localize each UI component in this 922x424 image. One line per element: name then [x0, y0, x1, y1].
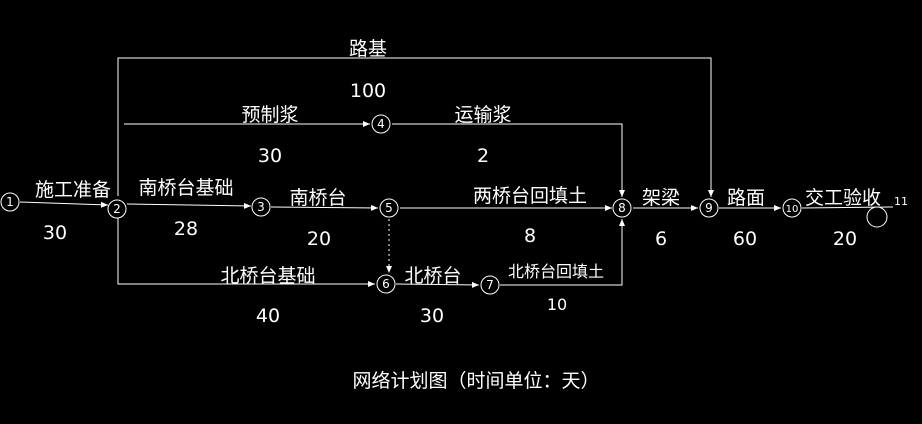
duration-2-3: 28	[174, 218, 198, 240]
node-8-label: 8	[618, 201, 626, 215]
arrow-2-9	[117, 57, 714, 197]
diagram-caption: 网络计划图（时间单位：天）	[352, 370, 599, 392]
node-4	[371, 114, 391, 134]
node-2-label: 2	[113, 202, 121, 216]
duration-2-9: 100	[350, 80, 386, 102]
node-6	[376, 274, 396, 294]
node-2	[107, 199, 127, 219]
activity-names: 施工准备 南桥台基础 南桥台 两桥台回填土 架梁 路面 交工验收 路基 预制浆 …	[35, 38, 881, 287]
arrow-4-8	[392, 123, 625, 197]
nodes-layer	[0, 114, 888, 295]
activity-name-8-9: 架梁	[642, 187, 680, 209]
duration-7-8: 10	[547, 295, 567, 314]
node-3	[251, 197, 271, 217]
node-6-label: 6	[382, 277, 390, 291]
node-8	[612, 198, 632, 218]
activity-name-1-2: 施工准备	[35, 179, 111, 201]
duration-10-11: 20	[833, 228, 857, 250]
arrow-1-2	[19, 201, 109, 208]
node-4-label: 4	[377, 117, 385, 131]
node-7	[480, 275, 500, 295]
arrows-layer	[19, 57, 894, 288]
activity-name-2-3: 南桥台基础	[138, 177, 233, 199]
arrow-6-7	[395, 281, 480, 288]
duration-8-9: 6	[655, 228, 667, 250]
arrow-2-6	[117, 216, 375, 287]
duration-6-7: 30	[420, 305, 444, 327]
activity-name-10-11: 交工验收	[805, 187, 881, 209]
activity-name-6-7: 北桥台	[404, 265, 461, 287]
activity-name-3-5: 南桥台	[289, 187, 346, 209]
arrow-7-8	[500, 219, 625, 286]
node-9-label: 9	[705, 201, 713, 215]
activity-name-4-8: 运输浆	[454, 104, 511, 126]
node-11	[866, 206, 888, 228]
node-11-label: 11	[894, 195, 908, 208]
activity-name-5-8: 两桥台回填土	[473, 185, 587, 207]
duration-3-5: 20	[307, 228, 331, 250]
duration-2-4: 30	[258, 145, 282, 167]
activity-name-9-10: 路面	[727, 187, 765, 209]
node-10	[782, 198, 802, 218]
activity-name-2-4: 预制浆	[241, 104, 298, 126]
duration-9-10: 60	[733, 228, 757, 250]
node-labels: 1 2 3 4 5 6 7 8 9 10 11	[6, 117, 908, 292]
node-5	[379, 198, 399, 218]
node-1	[0, 192, 20, 212]
arrow-2-3	[126, 202, 252, 209]
node-5-label: 5	[385, 201, 393, 215]
activity-name-2-6: 北桥台基础	[220, 265, 315, 287]
duration-2-6: 40	[256, 305, 280, 327]
activity-name-7-8: 北桥台回填土	[508, 262, 604, 281]
node-1-label: 1	[6, 195, 14, 209]
duration-1-2: 30	[43, 222, 67, 244]
duration-5-8: 8	[524, 225, 536, 247]
node-10-label: 10	[786, 204, 799, 215]
node-3-label: 3	[257, 200, 265, 214]
node-7-label: 7	[486, 278, 494, 292]
activity-name-2-9: 路基	[349, 38, 387, 60]
activity-durations: 30 28 20 8 6 60 20 100 30 2 40 30 10	[43, 80, 857, 327]
arrow-3-5	[270, 204, 379, 211]
duration-4-8: 2	[477, 145, 489, 167]
node-9	[699, 198, 719, 218]
